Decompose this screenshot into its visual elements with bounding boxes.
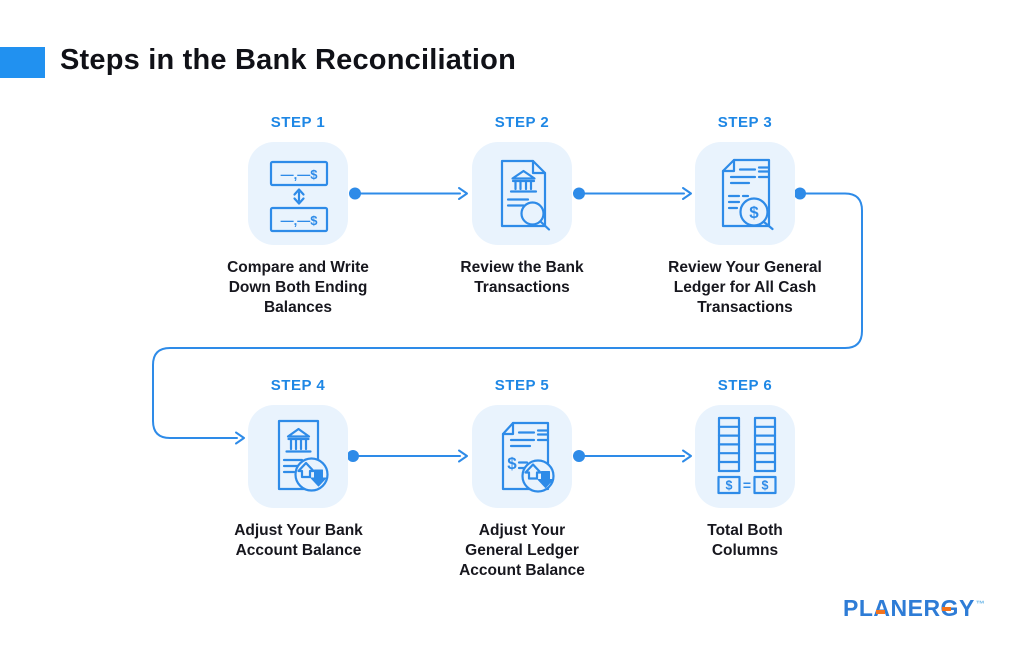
step4-icon-box (248, 405, 348, 508)
trademark-symbol: ™ (975, 599, 986, 610)
step3-caption: Review Your General Ledger for All Cash … (668, 259, 822, 316)
step1-label: STEP 1 (270, 114, 326, 131)
step6-icon-box: $ = $ (695, 405, 795, 508)
amount-placeholder-bottom: —,—$ (281, 213, 319, 228)
document-dollar-symbol: $ (507, 454, 517, 473)
total-left-dollar-symbol: $ (726, 479, 733, 493)
arrowhead-into-step2 (458, 187, 468, 200)
step2-caption: Review the Bank Transactions (460, 259, 584, 296)
planergy-logo-text: PLANERGY (843, 595, 975, 621)
step4-label: STEP 4 (270, 377, 326, 394)
planergy-logo: PLANERGY™ (843, 595, 985, 622)
review-bank-transactions-icon (500, 159, 551, 231)
step5-icon-box: $ (472, 405, 572, 508)
arrowhead-into-step3 (682, 187, 692, 200)
total-both-columns-icon: $ = $ (717, 416, 777, 495)
step5-label: STEP 5 (494, 377, 550, 394)
step6-label: STEP 6 (717, 377, 773, 394)
title-accent-bar (0, 47, 45, 78)
amount-placeholder-top: —,—$ (281, 167, 319, 182)
total-right-dollar-symbol: $ (762, 479, 769, 493)
arrowhead-into-step6 (682, 449, 692, 463)
connector-dot-step2 (573, 187, 585, 200)
step5-caption: Adjust Your General Ledger Account Balan… (459, 522, 585, 579)
step4-caption: Adjust Your Bank Account Balance (234, 522, 363, 559)
connector-dot-step1 (349, 187, 361, 200)
step3-icon-box: $ (695, 142, 795, 245)
compare-ending-balances-icon: —,—$ —,—$ (269, 160, 329, 233)
review-general-ledger-icon: $ (721, 158, 774, 231)
step3-label: STEP 3 (717, 114, 773, 131)
logo-accent-bar-a (876, 610, 885, 614)
step1-caption: Compare and Write Down Both Ending Balan… (227, 259, 369, 316)
logo-accent-bar-g (942, 607, 951, 611)
connector-dot-step4 (347, 450, 359, 462)
step1-icon-box: —,—$ —,—$ (248, 142, 348, 245)
connector-dot-step5 (573, 450, 585, 462)
step2-icon-box (472, 142, 572, 245)
arrowhead-into-step4 (235, 431, 245, 445)
equals-symbol: = (743, 477, 751, 493)
adjust-general-ledger-icon: $ (501, 421, 555, 493)
adjust-bank-balance-icon (277, 419, 329, 492)
connector-dot-step3 (794, 187, 806, 200)
magnifier-dollar-symbol: $ (749, 203, 759, 222)
page-title: Steps in the Bank Reconciliation (60, 44, 516, 76)
step6-caption: Total Both Columns (707, 522, 783, 559)
arrowhead-into-step5 (458, 449, 468, 463)
step2-label: STEP 2 (494, 114, 550, 131)
